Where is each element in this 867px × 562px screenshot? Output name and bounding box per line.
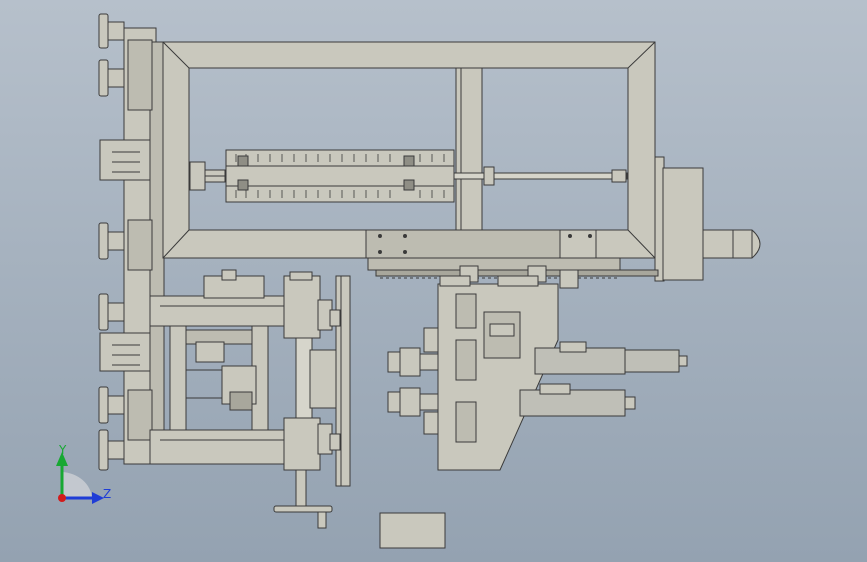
triad-y-arrow	[56, 452, 68, 466]
suction-cup-1	[98, 13, 125, 49]
rod-end	[611, 169, 627, 183]
triad-plane	[62, 472, 92, 498]
mount-top-tab	[439, 275, 471, 287]
suction-cup-5	[98, 386, 125, 424]
coordinate-triad: Y Z	[56, 443, 111, 504]
suction-cup-4	[98, 293, 125, 331]
handwheel-assembly[interactable]	[273, 469, 333, 529]
rail-end-block	[189, 161, 206, 191]
cylinder-block-assembly[interactable]	[387, 275, 688, 471]
carriage-bolt-4	[403, 179, 415, 191]
linear-rail-assembly[interactable]	[189, 149, 628, 203]
lower-clamp-housing	[283, 417, 321, 471]
mount-block-top	[455, 293, 477, 329]
column-block-low	[127, 389, 153, 441]
handwheel-knob	[317, 511, 327, 529]
frame-bottom-bracket	[365, 229, 563, 259]
carriage-bolt-2	[237, 179, 249, 191]
vertical-plate	[335, 275, 351, 487]
pneumatic-cylinder-lower	[519, 383, 636, 417]
guide-track-rail	[375, 269, 659, 277]
clamp-bottom-beam	[149, 429, 291, 465]
handwheel-shaft	[295, 469, 307, 507]
triad-z-label: Z	[103, 487, 111, 501]
plate-clip-top	[329, 309, 341, 327]
triad-y-label: Y	[58, 443, 67, 457]
upper-clamp-cap	[289, 271, 313, 281]
upper-clamp-housing	[283, 275, 321, 339]
motor-nose	[732, 229, 761, 259]
suction-cup-6	[98, 429, 125, 471]
nozzle-bracket-upper	[423, 327, 439, 353]
guide-track-plate	[367, 257, 621, 271]
suction-cup-3	[98, 222, 125, 260]
nozzle-bracket-lower	[423, 411, 439, 435]
column-block-top	[127, 39, 153, 111]
column-block-mid	[127, 219, 153, 271]
suction-cup-group[interactable]	[98, 13, 125, 471]
servo-motor-assembly[interactable]	[654, 156, 761, 282]
handwheel-rim	[273, 505, 333, 513]
main-frame[interactable]	[162, 41, 656, 259]
vertical-clamp-assembly[interactable]	[283, 271, 351, 487]
clamp-cylinder-block	[195, 341, 225, 363]
bracket-upper	[99, 139, 151, 181]
motor-shaft-housing	[702, 229, 734, 259]
carriage-block	[225, 149, 455, 203]
pneumatic-cylinder-upper	[534, 341, 688, 375]
left-column-assembly[interactable]	[99, 27, 165, 465]
mount-top-tab-2	[497, 275, 539, 287]
clamp-top-pin	[221, 269, 237, 281]
spindle-guide	[309, 349, 337, 409]
triad-z-arrow	[92, 492, 104, 504]
carriage-bolt-3	[403, 155, 415, 167]
rod-collar	[483, 166, 495, 186]
plate-clip-bottom	[329, 433, 341, 451]
motor-body	[662, 167, 704, 281]
mount-block-mid	[455, 339, 477, 381]
carriage-slots	[235, 154, 445, 198]
clamp-post-left	[169, 325, 187, 431]
nozzle-upper	[387, 347, 439, 377]
nozzle-lower	[387, 387, 439, 417]
bottom-box	[379, 512, 446, 549]
mount-block-low	[455, 401, 477, 443]
suction-cup-2	[98, 59, 125, 97]
frame-cross-member	[455, 67, 483, 231]
clamp-jaw	[229, 391, 253, 411]
carriage-bolt-1	[237, 155, 249, 167]
mount-window-slot	[489, 323, 515, 337]
clamp-top-beam	[149, 295, 291, 327]
track-stop	[559, 269, 579, 289]
triad-origin	[58, 494, 66, 502]
clamp-frame[interactable]	[149, 269, 291, 465]
